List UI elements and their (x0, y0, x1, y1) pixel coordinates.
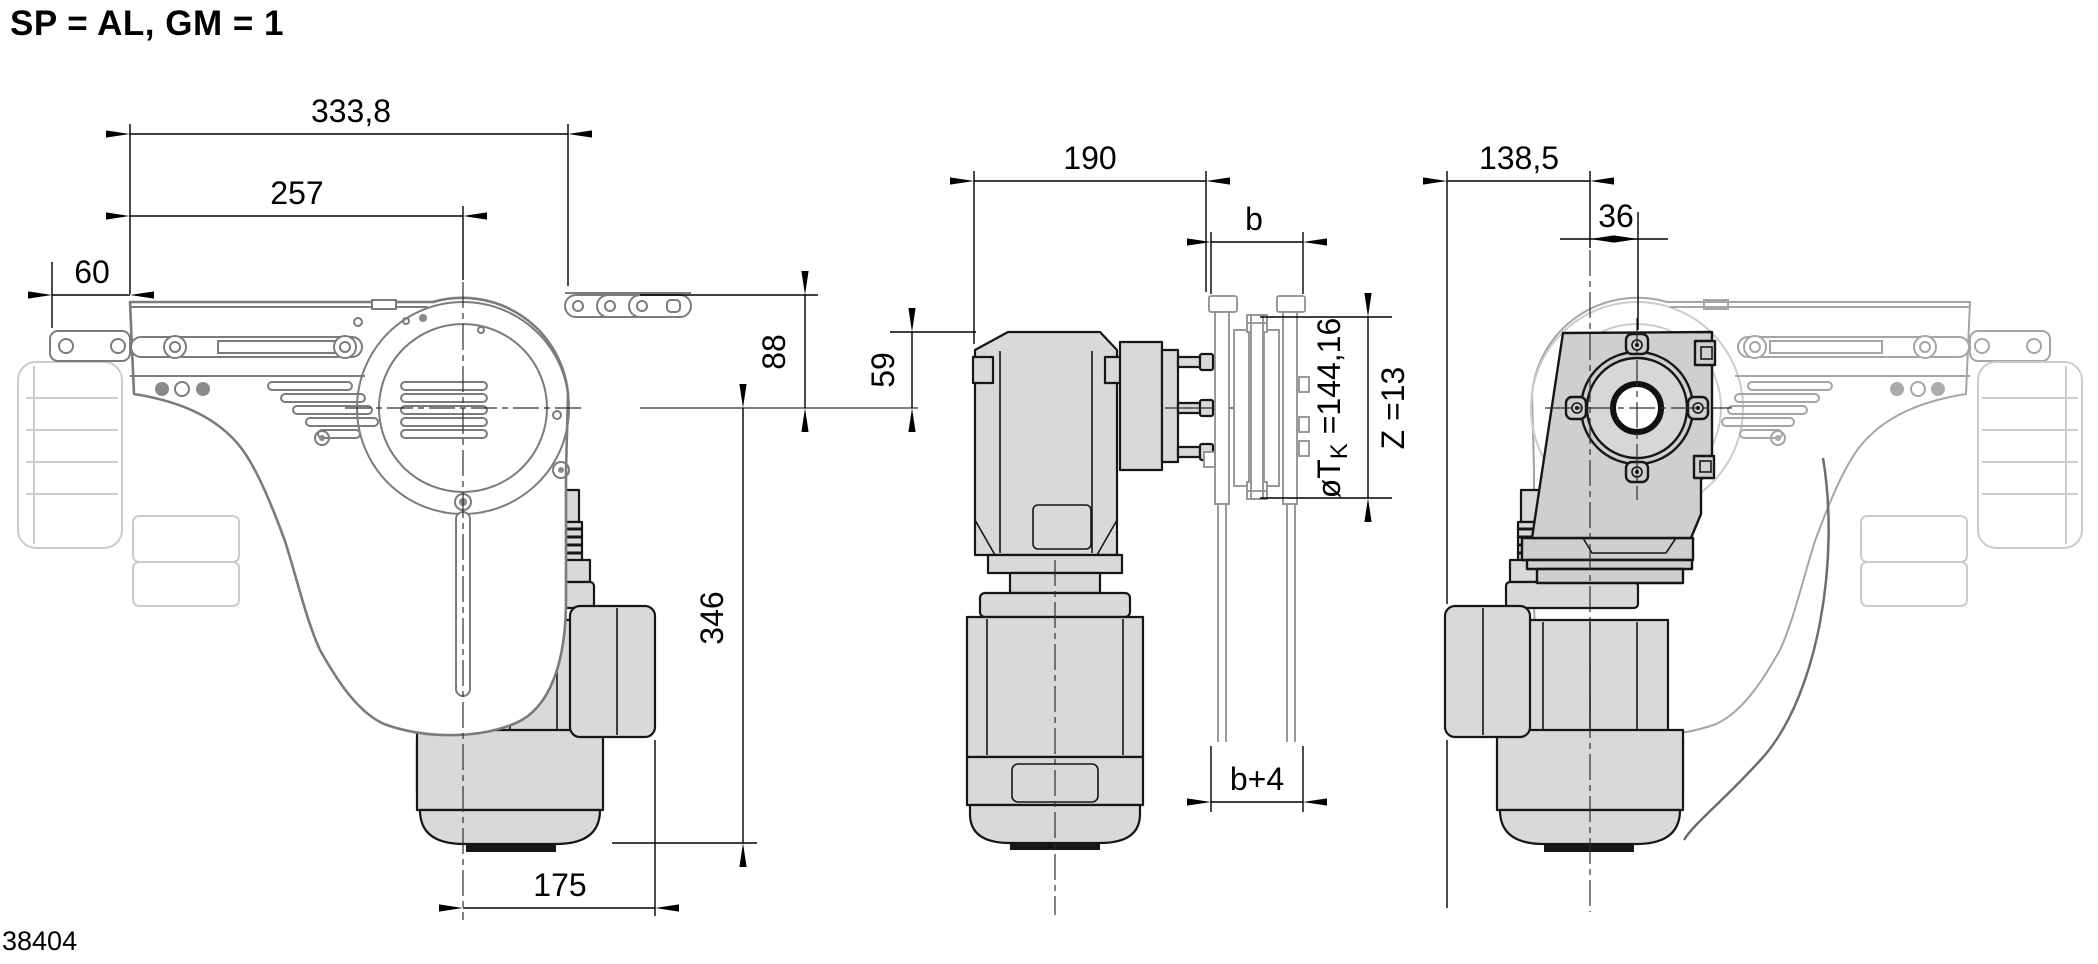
view-side (965, 295, 1310, 915)
motor-cable (1682, 457, 1830, 841)
dim-height-below-axis: 346 (612, 384, 757, 867)
pitch-value: =144,16 (1311, 318, 1347, 443)
dim-chain-width-b: b (1187, 201, 1327, 294)
dim-label: 59 (865, 352, 901, 388)
hub-studs (1176, 352, 1215, 462)
motor-rear (1443, 488, 1685, 852)
mounting-bracket (49, 330, 363, 362)
ghost-motor (17, 361, 240, 607)
motor-foot (466, 844, 556, 852)
dim-axis-drop: 59 (865, 308, 976, 432)
dim-label: 60 (74, 254, 110, 290)
dim-label: 36 (1598, 198, 1634, 234)
dimensions: 333,8 257 60 88 346 175 (28, 93, 1668, 916)
dim-hub-offset: 36 (1560, 198, 1668, 330)
dim-label: 88 (756, 334, 792, 370)
dim-label: 333,8 (311, 93, 391, 129)
dim-label-pitch: øTK =144,16 (1311, 318, 1353, 499)
dim-label-teeth: Z =13 (1375, 367, 1411, 450)
sprocket-assembly (1203, 295, 1310, 742)
ghost-cover-rear (1530, 296, 2083, 737)
dim-overall-width-rear: 138,5 (1423, 140, 1614, 908)
vent-slats-arm (267, 381, 379, 439)
chain-guide-plate-left (1214, 311, 1230, 505)
dim-label: 175 (533, 867, 586, 903)
pitch-subscript: K (1326, 443, 1353, 459)
dim-overall-width-front: 333,8 (106, 93, 592, 294)
gearbox-plate (1520, 330, 1717, 585)
dim-motor-width: 175 (439, 740, 679, 916)
view-front (17, 282, 918, 920)
ghost-motor-rear (1977, 361, 2083, 549)
terminal-box (568, 604, 657, 739)
dim-label: 346 (694, 591, 730, 644)
dim-chain-height: 88 (640, 271, 818, 432)
figure-number: 38404 (2, 926, 78, 956)
vent-slats-circle (400, 381, 488, 439)
ghost-bracket (1969, 330, 2051, 362)
dim-label: b (1245, 201, 1263, 237)
pitch-prefix: øT (1311, 459, 1347, 498)
drawing-title: SP = AL, GM = 1 (10, 4, 284, 43)
dim-center-offset: 257 (106, 175, 487, 280)
dim-label: 257 (270, 175, 323, 211)
cover-notch (371, 299, 397, 310)
dim-label: b+4 (1230, 761, 1284, 797)
dim-sprocket-pitch-diameter: øTK =144,16 Z =13 (1260, 293, 1411, 522)
chain-links (564, 292, 692, 318)
dim-overall-width-side: 190 (950, 140, 1230, 344)
dim-label: 190 (1063, 140, 1116, 176)
terminal-box-rear (1443, 604, 1532, 739)
output-hub (1118, 340, 1164, 472)
dim-guide-gap: b+4 (1187, 746, 1327, 812)
view-rear (1443, 250, 2083, 912)
motor-side (965, 553, 1145, 850)
sprocket-disc (1250, 314, 1264, 500)
dim-label: 138,5 (1479, 140, 1559, 176)
gear-unit (971, 330, 1255, 557)
dim-bracket-offset: 60 (28, 254, 154, 328)
chain-guide-plate-right (1282, 311, 1298, 505)
